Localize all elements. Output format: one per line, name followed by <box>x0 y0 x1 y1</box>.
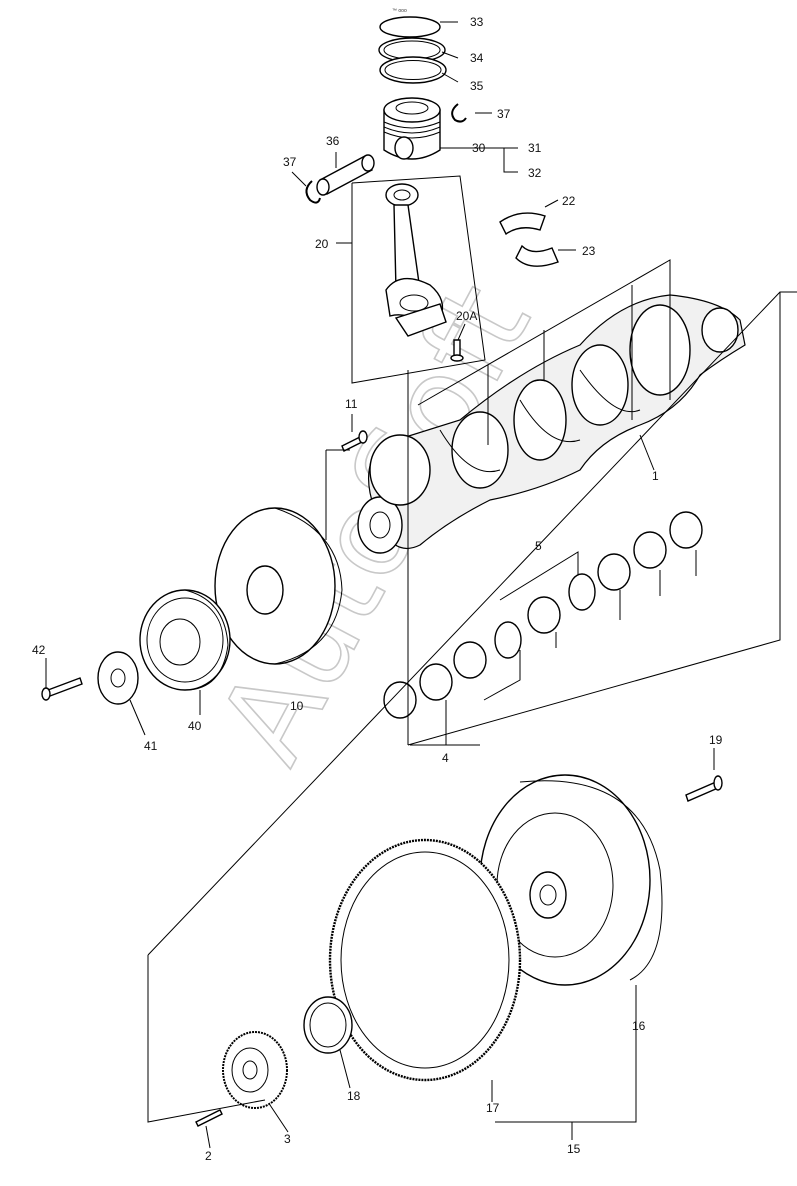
circlip-37-right <box>451 103 467 123</box>
piston-rings <box>378 16 447 84</box>
label-37-right: 37 <box>497 107 511 121</box>
callout-labels: 33 34 35 37 36 37 30 31 32 22 23 20 20A … <box>32 15 723 1163</box>
label-42: 42 <box>32 643 46 657</box>
label-5: 5 <box>535 539 542 553</box>
label-41: 41 <box>144 739 158 753</box>
label-31: 31 <box>528 141 542 155</box>
label-3: 3 <box>284 1132 291 1146</box>
label-10: 10 <box>290 699 304 713</box>
label-18: 18 <box>347 1089 361 1103</box>
stamp-text: ™ ooo <box>392 8 407 14</box>
label-19: 19 <box>709 733 723 747</box>
label-30: 30 <box>472 141 486 155</box>
ring-gear-17 <box>328 838 522 1082</box>
label-4: 4 <box>442 751 449 765</box>
circlip-37-left <box>305 180 321 204</box>
label-11: 11 <box>345 397 358 411</box>
seal-ring-18 <box>303 996 353 1054</box>
label-23: 23 <box>582 244 596 258</box>
washer-41 <box>97 651 139 705</box>
label-2: 2 <box>205 1149 212 1163</box>
ring-33 <box>379 16 441 38</box>
bolt-42 <box>41 677 83 701</box>
label-1: 1 <box>652 469 659 483</box>
label-40: 40 <box>188 719 202 733</box>
pulley-40 <box>139 589 231 691</box>
damper-10 <box>214 507 343 665</box>
piston <box>383 97 441 160</box>
label-34: 34 <box>470 51 484 65</box>
rod-bearing-23 <box>515 244 559 267</box>
flywheel-16 <box>479 774 663 986</box>
label-20: 20 <box>315 237 329 251</box>
bolt-19 <box>685 775 723 802</box>
label-36: 36 <box>326 134 340 148</box>
pin-2 <box>195 1109 223 1127</box>
label-35: 35 <box>470 79 484 93</box>
label-15: 15 <box>567 1142 581 1156</box>
label-37-left: 37 <box>283 155 297 169</box>
crankshaft <box>357 294 746 554</box>
ring-35 <box>379 56 447 84</box>
label-17: 17 <box>486 1101 500 1115</box>
label-33: 33 <box>470 15 484 29</box>
bolt-11 <box>341 430 368 452</box>
connecting-rod <box>385 183 447 337</box>
label-22: 22 <box>562 194 576 208</box>
rod-bearing-22 <box>499 212 546 236</box>
label-16: 16 <box>632 1019 646 1033</box>
label-20A: 20A <box>456 309 477 323</box>
leader-lines <box>45 21 797 1149</box>
gear-3 <box>222 1031 288 1109</box>
piston-pin <box>316 154 375 196</box>
label-32: 32 <box>528 166 542 180</box>
